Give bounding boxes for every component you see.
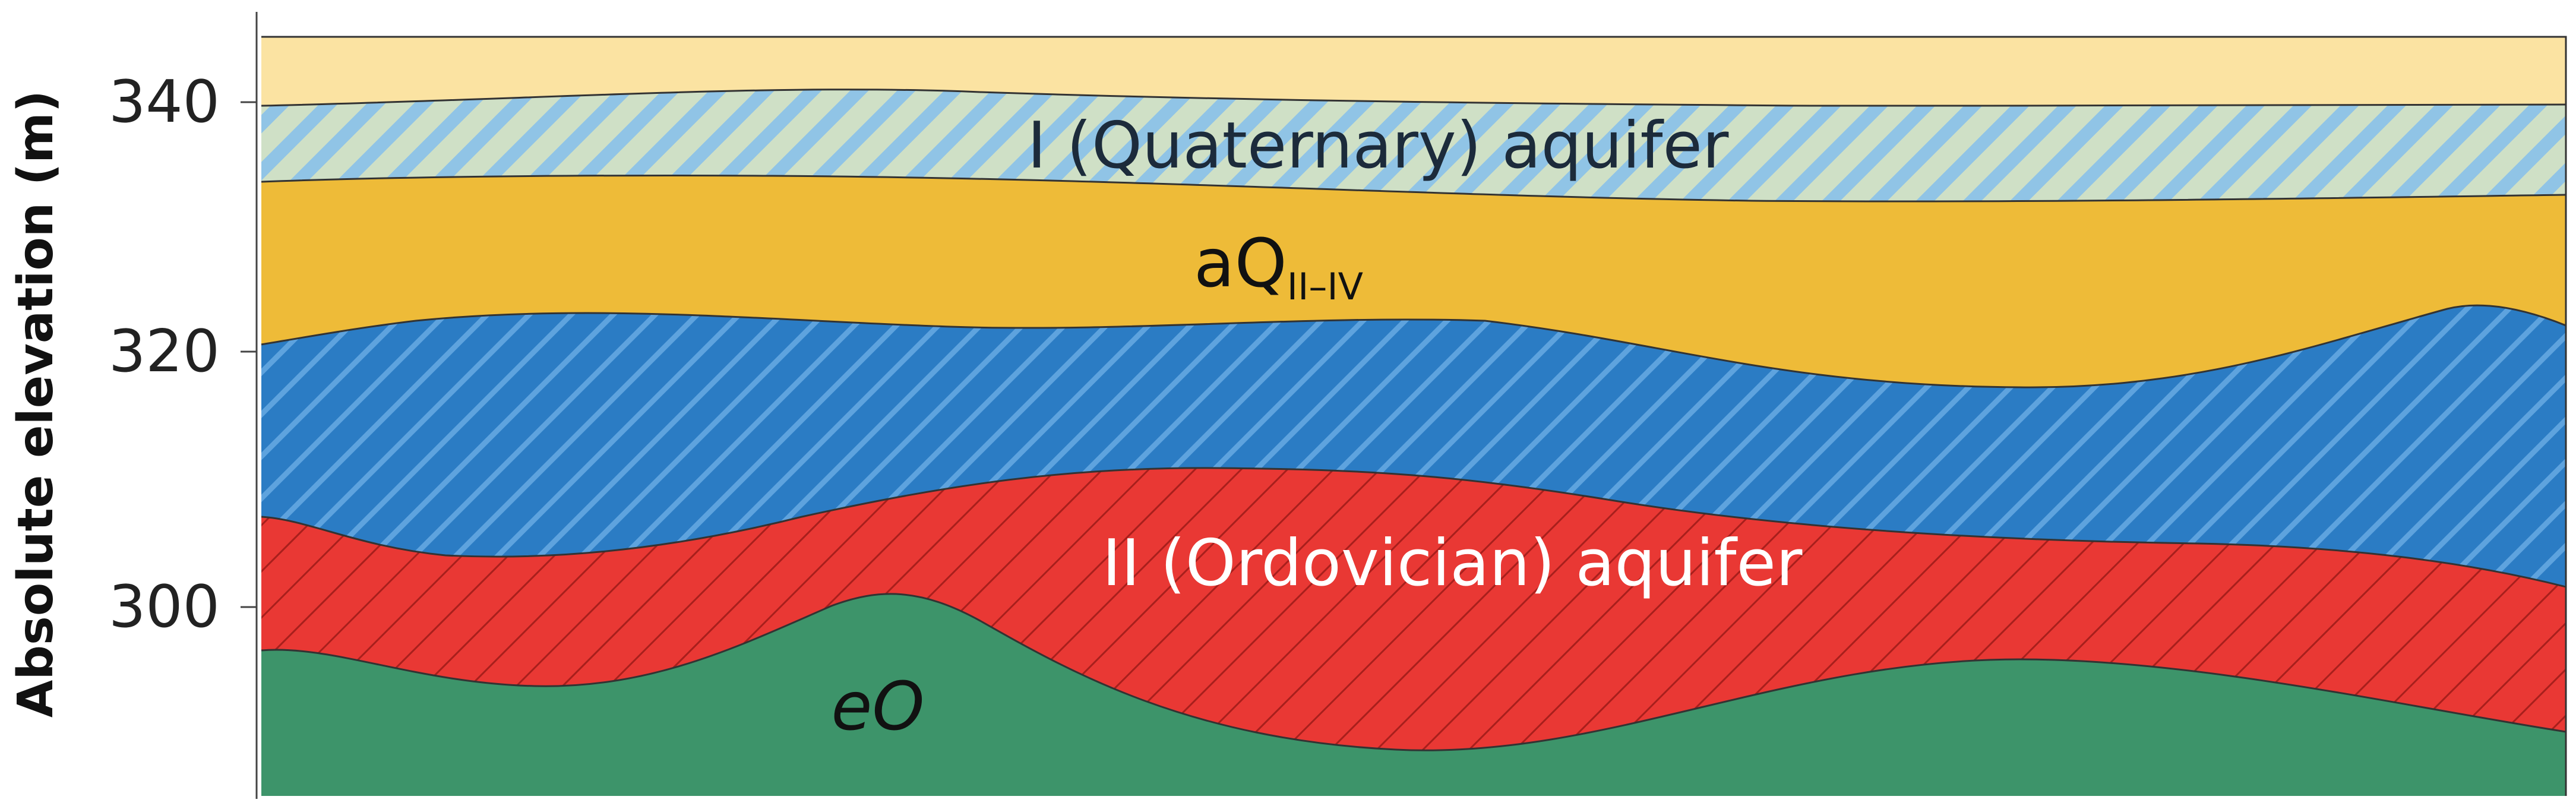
layer-boundaries (261, 36, 2567, 796)
y-axis: 300 320 340 Absolute elevation (m) (8, 12, 258, 799)
ordovician-aquifer-label: II (Ordovician) aquifer (1102, 526, 1803, 601)
alluvium-label-subscript: II–IV (1287, 265, 1363, 308)
y-tick-label-340: 340 (109, 68, 220, 136)
basement-layer (261, 593, 2566, 796)
quaternary-aquifer-layer (261, 89, 2566, 202)
alluvium-layer (261, 175, 2566, 388)
basement-label: eO (831, 668, 924, 745)
topsoil-layer (261, 37, 2566, 106)
y-tick-label-320: 320 (109, 318, 220, 385)
ordovician-aquifer-layer (261, 467, 2566, 751)
y-tick-label-300: 300 (109, 573, 220, 641)
blue-aquifer-layer (261, 305, 2566, 587)
y-axis-label: Absolute elevation (m) (8, 90, 64, 718)
alluvium-label: aQII–IV (1194, 225, 1363, 308)
quaternary-aquifer-label: I (Quaternary) aquifer (1028, 109, 1729, 183)
alluvium-label-main: aQ (1194, 225, 1287, 302)
